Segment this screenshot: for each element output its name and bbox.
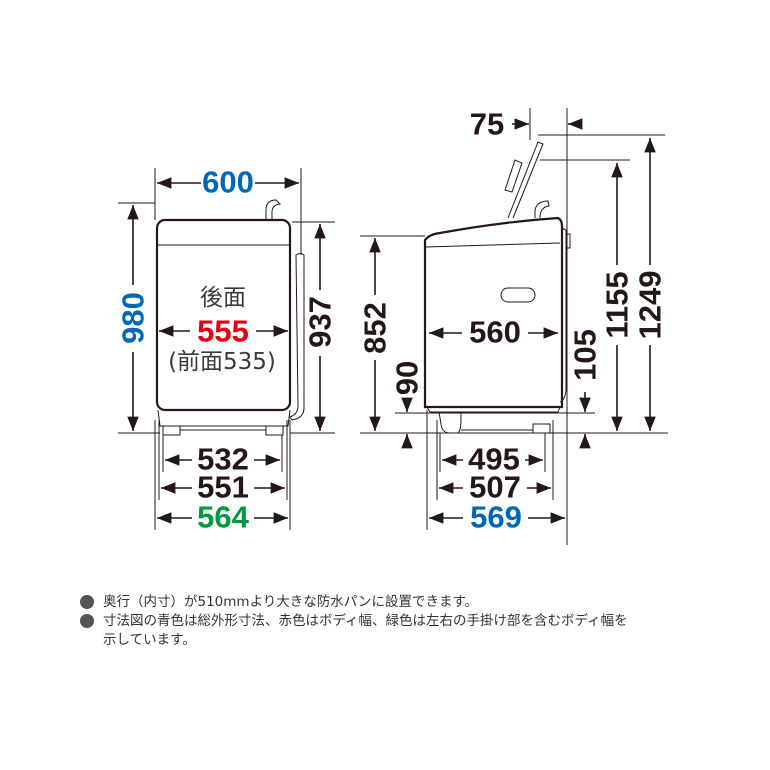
dim-body-height: 937 — [303, 296, 338, 348]
note-text-continued: 示しています。 — [103, 632, 196, 648]
notes: 奥行（内寸）が510mmより大きな防水パンに設置できます。 寸法図の青色は総外形… — [80, 593, 628, 650]
dim-body-depth: 560 — [469, 315, 521, 350]
dim-foot-depth-inner: 495 — [468, 442, 520, 477]
front-view: 600 980 937 後面 555 (前面535) 532 551 564 — [116, 165, 338, 535]
dim-foot-depth-outer: 507 — [469, 470, 521, 505]
dim-total-width: 600 — [202, 165, 254, 200]
note-text: 寸法図の青色は総外形寸法、赤色はボディ幅、緑色は左右の手掛け部を含むボディ幅を — [103, 613, 628, 629]
note-item: 奥行（内寸）が510mmより大きな防水パンに設置できます。 — [80, 593, 628, 612]
dim-handle-width: 564 — [197, 500, 249, 535]
dim-top-height: 852 — [358, 302, 393, 354]
dim-lid-top-height: 1249 — [633, 271, 668, 340]
dim-rear-width: 555 — [197, 314, 249, 349]
washer-side-outline — [423, 141, 571, 434]
dim-total-depth: 569 — [470, 500, 522, 535]
note-text: 奥行（内寸）が510mmより大きな防水パンに設置できます。 — [103, 594, 479, 610]
dim-lid-height: 1155 — [600, 271, 635, 338]
note-item: 寸法図の青色は総外形寸法、赤色はボディ幅、緑色は左右の手掛け部を含むボディ幅を — [80, 612, 628, 631]
dim-lid-offset: 75 — [470, 107, 504, 142]
bullet-icon — [80, 595, 94, 609]
side-view: 75 1249 1155 852 90 105 560 495 507 569 — [358, 107, 668, 545]
dim-base-clearance: 90 — [390, 361, 425, 395]
dim-foot-span-inner: 532 — [197, 442, 249, 477]
washer-front-outline — [155, 199, 305, 436]
dim-total-height: 980 — [116, 292, 151, 344]
dim-rear-clearance: 105 — [568, 329, 603, 381]
front-width-note: (前面535) — [168, 349, 276, 375]
dim-foot-span-outer: 551 — [197, 470, 249, 505]
rear-label: 後面 — [200, 285, 246, 311]
bullet-icon — [80, 614, 94, 628]
